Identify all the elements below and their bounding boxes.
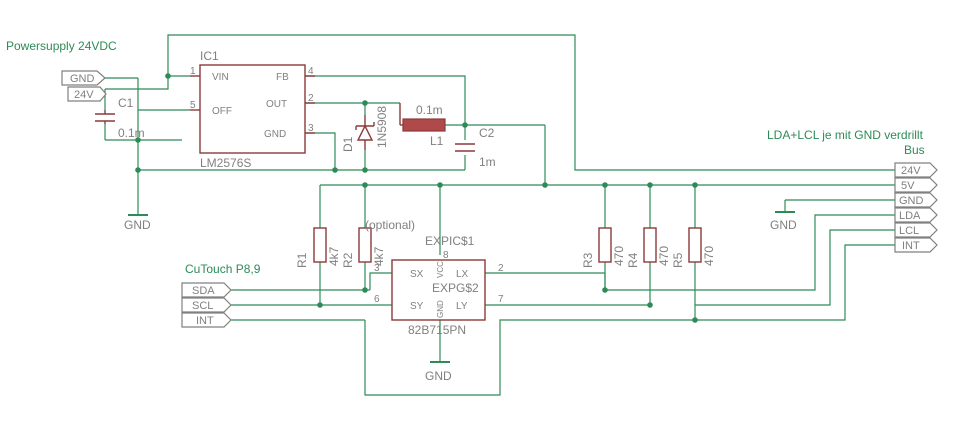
cutouch-label-sda: SDA xyxy=(192,285,215,297)
resistor-r3[interactable]: R3 470 xyxy=(581,227,626,268)
ic1-pin-num-4: 4 xyxy=(308,66,314,77)
r4-value: 470 xyxy=(657,246,671,266)
gnd-label-1: GND xyxy=(124,218,151,232)
ic2-82b715pn[interactable]: EXPIC$1 EXPG$2 82B715PN SX SY LX LY VCC … xyxy=(374,234,504,337)
l1-value: 0.1m xyxy=(416,103,443,117)
note-optional: (optional) xyxy=(365,218,415,232)
r2-value: 4k7 xyxy=(372,246,386,266)
resistor-r2[interactable]: R2 4k7 xyxy=(341,227,386,268)
cutouch-label-int: INT xyxy=(196,315,214,327)
bus-label-lcl: LCL xyxy=(899,225,919,237)
c2-value: 1m xyxy=(479,155,496,169)
d1-ref: D1 xyxy=(341,136,355,152)
r5-value: 470 xyxy=(702,246,716,266)
note-power-supply: Powersupply 24VDC xyxy=(6,39,117,53)
bus-label-lda: LDA xyxy=(899,210,921,222)
ic2-pin-ly: LY xyxy=(456,301,468,312)
ic2-pin-vcc: VCC xyxy=(436,261,445,278)
cutouch-label-scl: SCL xyxy=(192,300,213,312)
ic1-pin-fb: FB xyxy=(276,72,289,83)
bus-label-24v: 24V xyxy=(901,165,921,177)
power-label-gnd: GND xyxy=(70,73,95,85)
r1-ref: R1 xyxy=(295,252,309,268)
inductor-l1[interactable]: 0.1m L1 xyxy=(399,103,446,148)
ic2-pin-num-8: 8 xyxy=(443,250,449,261)
gnd-label-3: GND xyxy=(425,369,452,383)
bus-label-int: INT xyxy=(902,240,920,252)
ic2-value: 82B715PN xyxy=(408,323,466,337)
ic2-pin-sy: SY xyxy=(410,301,424,312)
resistor-r1[interactable]: R1 4k7 xyxy=(295,227,341,268)
ic1-pin-num-2: 2 xyxy=(308,93,314,104)
resistor-r4[interactable]: R4 470 xyxy=(626,227,671,268)
power-input-labels: GND 24V xyxy=(61,70,107,102)
gnd-label-2: GND xyxy=(770,218,797,232)
note-cutouch: CuTouch P8,9 xyxy=(185,262,261,276)
ic1-pin-num-5: 5 xyxy=(190,100,196,111)
capacitor-c1[interactable]: C1 0.1m xyxy=(95,96,145,140)
r2-ref: R2 xyxy=(341,252,355,268)
ic2-part: EXPG$2 xyxy=(432,281,479,295)
ic1-pin-vin: VIN xyxy=(212,72,229,83)
gnd-symbol-2: GND xyxy=(770,211,797,232)
ic1-pin-off: OFF xyxy=(212,106,232,117)
bus-label-5v: 5V xyxy=(901,180,915,192)
ic1-pin-out: OUT xyxy=(266,99,287,110)
ic2-pin-num-7: 7 xyxy=(498,294,504,305)
note-bus-twisted: LDA+LCL je mit GND verdrillt xyxy=(767,128,924,142)
gnd-symbol-1: GND xyxy=(124,214,151,232)
bus-labels: 24V 5V GND LDA LCL INT xyxy=(894,162,938,253)
ic2-ref: EXPIC$1 xyxy=(425,234,475,248)
resistor-r5[interactable]: R5 470 xyxy=(671,227,716,268)
ic1-pin-num-3: 3 xyxy=(308,123,314,134)
r5-ref: R5 xyxy=(671,252,685,268)
ic2-pin-gnd: GND xyxy=(436,300,445,318)
wires xyxy=(104,34,906,396)
ic2-pin-lx: LX xyxy=(456,269,469,280)
c1-ref: C1 xyxy=(118,96,134,110)
gnd-symbol-3: GND xyxy=(425,361,452,383)
c1-value: 0.1m xyxy=(118,126,145,140)
ic1-lm2576s[interactable]: IC1 LM2576S VIN OFF FB OUT GND 1 5 4 2 3 xyxy=(190,49,315,170)
r4-ref: R4 xyxy=(626,252,640,268)
power-label-24v: 24V xyxy=(74,89,94,101)
ic1-pin-gnd: GND xyxy=(264,129,286,140)
junctions xyxy=(135,73,698,323)
ic2-pin-num-6: 6 xyxy=(374,294,380,305)
cutouch-labels: SDA SCL INT xyxy=(181,282,232,328)
ic1-pin-num-1: 1 xyxy=(190,66,196,77)
r1-value: 4k7 xyxy=(327,246,341,266)
ic2-pin-sx: SX xyxy=(410,269,424,280)
note-bus-title: Bus xyxy=(904,143,925,157)
capacitor-c2[interactable]: C2 1m xyxy=(455,126,496,169)
d1-value: 1N5908 xyxy=(375,106,389,148)
diode-d1[interactable]: D1 1N5908 xyxy=(341,106,389,152)
ic2-pin-num-2: 2 xyxy=(498,263,504,274)
bus-label-gnd: GND xyxy=(899,195,924,207)
r3-ref: R3 xyxy=(581,252,595,268)
r3-value: 470 xyxy=(612,246,626,266)
ic1-value: LM2576S xyxy=(200,156,251,170)
c2-ref: C2 xyxy=(479,126,495,140)
l1-ref: L1 xyxy=(430,134,444,148)
ic1-ref: IC1 xyxy=(200,49,219,63)
ic2-pin-num-3: 3 xyxy=(374,263,380,274)
